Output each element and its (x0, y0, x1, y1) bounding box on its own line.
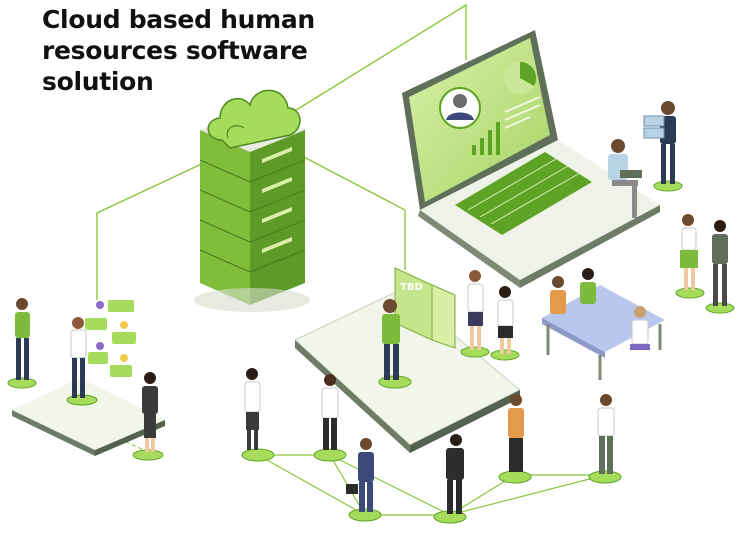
person-phone-left (15, 298, 30, 380)
title-line-1: Cloud based human (42, 5, 315, 34)
user-avatar-icon (439, 87, 481, 129)
person-bottom-2 (321, 374, 339, 450)
line-server-to-laptop (279, 3, 467, 121)
person-bag-woman (497, 286, 514, 354)
person-meeting-2 (580, 268, 596, 304)
network-lines (99, 429, 606, 516)
center-platform (294, 289, 521, 453)
pie-chart-icon (504, 61, 537, 94)
person-handshake-woman (680, 214, 698, 290)
person-bottom-3 (346, 438, 374, 512)
tbd-board: TBD (394, 267, 456, 349)
person-handshake-man (712, 220, 728, 306)
chat-bubbles (85, 300, 136, 377)
person-bottom-5 (508, 394, 524, 472)
person-laptop-seated (608, 139, 642, 218)
people (7, 101, 735, 524)
bar-chart-icon (472, 122, 500, 155)
title-line-2: resources software (42, 36, 308, 65)
connection-lines (96, 3, 467, 300)
person-presenter (382, 299, 400, 380)
person-meeting-3 (630, 306, 650, 350)
person-boxes (643, 101, 676, 184)
title-line-3: solution (42, 67, 154, 96)
person-meeting-1 (550, 276, 566, 314)
person-bottom-4 (446, 434, 464, 514)
page-title: Cloud based human resources software sol… (42, 4, 342, 97)
laptop-icon (402, 30, 660, 288)
tbd-label: TBD (400, 282, 423, 293)
cloud-icon (207, 89, 301, 149)
laptop-keyboard (455, 152, 592, 235)
person-bottom-1 (244, 368, 261, 450)
person-tablet-left (142, 372, 158, 452)
person-bottom-6 (597, 394, 615, 474)
line-server-to-center-platform (299, 154, 406, 270)
line-server-to-left-platform (96, 159, 211, 300)
person-folder-woman (467, 270, 484, 350)
person-chat (70, 317, 87, 398)
